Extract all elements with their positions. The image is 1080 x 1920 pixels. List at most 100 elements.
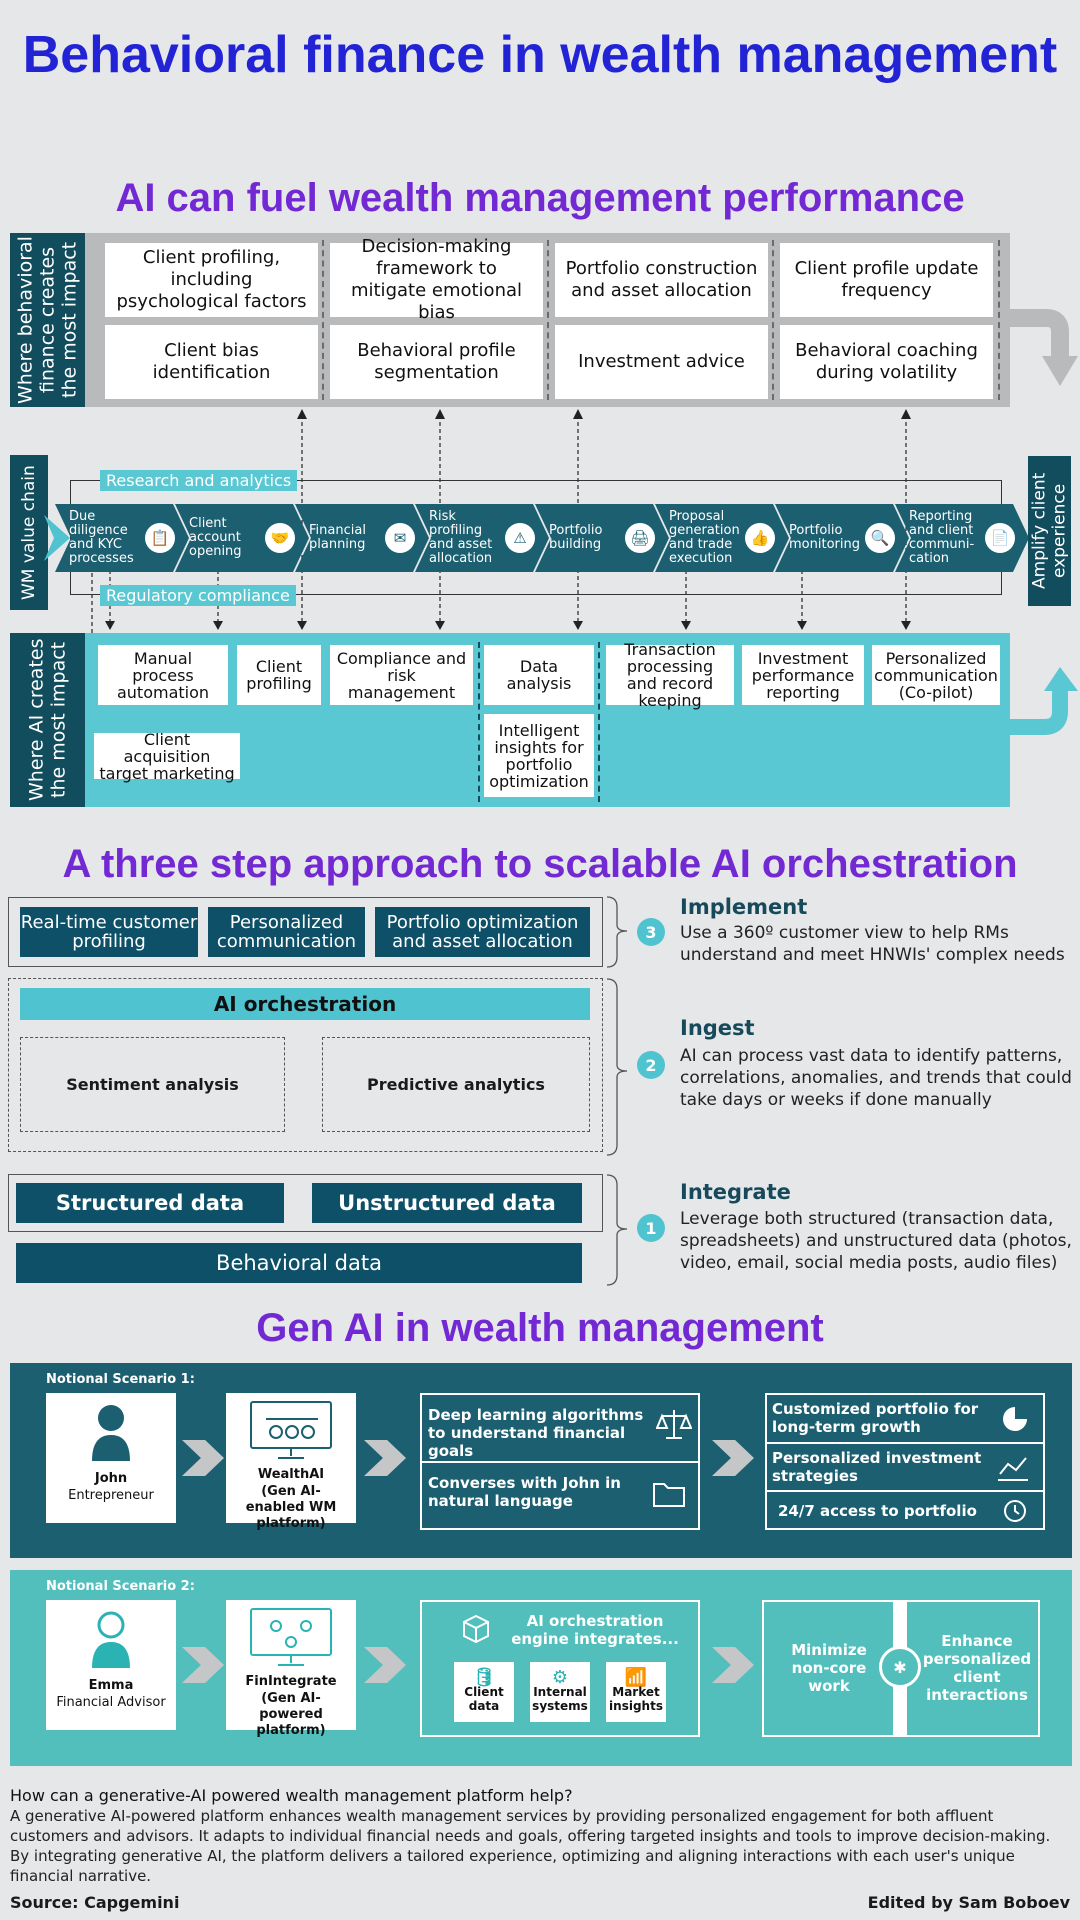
- bf-cell: Client bias identification: [105, 325, 318, 399]
- clipboard-icon: 📋: [145, 523, 175, 553]
- person-role: Entrepreneur: [68, 1488, 154, 1503]
- curve-arrow-up-icon: [1010, 667, 1078, 735]
- divider: [765, 1442, 1045, 1444]
- predictive-box: Predictive analytics: [322, 1037, 590, 1132]
- unstructured-data: Unstructured data: [312, 1183, 582, 1223]
- capability: Converses with John in natural language: [428, 1474, 621, 1510]
- separator: [322, 240, 324, 400]
- platform-desc: (Gen AI-enabled WM platform): [245, 1484, 337, 1531]
- warning-icon: ⚠: [505, 523, 535, 553]
- step-number: 2: [637, 1051, 665, 1079]
- chain-step: Proposal generation and trade execution …: [655, 504, 789, 572]
- handshake-icon: 🤝: [265, 523, 295, 553]
- chain-start-arrow-icon: [44, 515, 70, 561]
- team-icon: ✱: [879, 1646, 921, 1688]
- platform-card: WealthAI (Gen AI-enabled WM platform): [226, 1393, 356, 1531]
- section3-title: Gen AI in wealth management: [256, 1306, 824, 1350]
- scenario-1-label: Notional Scenario 1:: [46, 1372, 195, 1387]
- line-chart-icon: [998, 1457, 1028, 1481]
- step-heading: Implement: [680, 895, 808, 919]
- signal-icon: 📶: [624, 1667, 648, 1688]
- folder-icon: [653, 1483, 685, 1507]
- scales-icon: [656, 1410, 692, 1439]
- ai-cell: Client profiling: [237, 645, 321, 705]
- step-brackets: [606, 896, 628, 1286]
- chain-step: Risk profiling and asset allocation ⚠: [415, 504, 549, 572]
- benefit: Minimize non-core work: [791, 1641, 867, 1695]
- dashboard-monitor-icon: [250, 1401, 332, 1459]
- ingest-frame: [8, 978, 603, 1152]
- chain-step-label: Reporting and client communi-cation: [909, 509, 975, 566]
- pie-chart-icon: [1003, 1406, 1028, 1431]
- chain-step: Reporting and client communi-cation 📄: [895, 504, 1029, 572]
- outcome: Customized portfolio for long-term growt…: [772, 1400, 979, 1436]
- sentiment-box: Sentiment analysis: [20, 1037, 285, 1132]
- step-text: Leverage both structured (transaction da…: [680, 1209, 1072, 1273]
- ai-cell: Data analysis: [484, 645, 594, 705]
- person-card: Emma Financial Advisor: [46, 1600, 176, 1730]
- envelope-icon: ✉: [385, 523, 415, 553]
- network-monitor-icon: [250, 1608, 332, 1666]
- outcome: Personalized investment strategies: [772, 1449, 982, 1485]
- chain-step-label: Portfolio monitoring: [789, 523, 860, 552]
- orchestration-bar: AI orchestration: [20, 988, 590, 1020]
- engine-heading: AI orchestration engine integrates...: [511, 1612, 679, 1648]
- person-card: John Entrepreneur: [46, 1393, 176, 1523]
- step-text: AI can process vast data to identify pat…: [680, 1046, 1072, 1110]
- scenario-1-panel: [10, 1363, 1072, 1558]
- footer-question: How can a generative-AI powered wealth m…: [10, 1786, 573, 1805]
- implement-frame: [8, 897, 603, 967]
- step-number: 1: [637, 1214, 665, 1242]
- integrate-frame: [8, 1174, 603, 1232]
- gear-icon: ⚙: [551, 1667, 569, 1688]
- ai-cell: Personalized communication (Co-pilot): [872, 645, 1000, 705]
- separator: [598, 642, 600, 802]
- divider: [420, 1461, 700, 1463]
- source-card: ⚙ Internal systems: [530, 1662, 590, 1722]
- ai-cell: Investment performance reporting: [742, 645, 864, 705]
- chain-step: Client account opening 🤝: [175, 504, 309, 572]
- outcomes-box: [765, 1393, 1045, 1530]
- source-card: 📶 Market insights: [606, 1662, 666, 1722]
- amplify-label: Amplify client experience: [1028, 456, 1071, 606]
- step-heading: Ingest: [680, 1016, 755, 1040]
- chain-step: Portfolio building 🖨: [535, 504, 669, 572]
- bf-cell: Behavioral profile segmentation: [330, 325, 543, 399]
- implement-item: Personalized communication: [208, 907, 365, 957]
- source-credit: Source: Capgemini: [10, 1893, 180, 1912]
- section2-title: A three step approach to scalable AI orc…: [62, 842, 1018, 886]
- person-name: John: [94, 1471, 128, 1486]
- editor-credit: Edited by Sam Boboev: [867, 1893, 1070, 1912]
- benefit: Enhance personalized client interactions: [922, 1632, 1032, 1704]
- database-icon: 🛢: [472, 1667, 496, 1688]
- chain-step-label: Risk profiling and asset allocation: [429, 509, 493, 566]
- source-label: Market insights: [609, 1685, 663, 1713]
- curve-arrow-down-icon: [1010, 309, 1078, 386]
- chain-step: Financial planning ✉: [295, 504, 429, 572]
- bf-cell: Client profile update frequency: [780, 243, 993, 317]
- ai-impact-label: Where AI creates the most impact: [10, 633, 85, 807]
- bf-cell: Behavioral coaching during volatility: [780, 325, 993, 399]
- separator: [772, 240, 774, 400]
- capability: Deep learning algorithms to understand f…: [428, 1406, 644, 1460]
- regulatory-label: Regulatory compliance: [100, 585, 296, 606]
- thumbs-up-icon: 👍: [745, 523, 775, 553]
- platform-name: FinIntegrate: [245, 1674, 337, 1689]
- bf-cell: Portfolio construction and asset allocat…: [555, 243, 768, 317]
- chain-step: Due diligence and KYC processes 📋: [55, 504, 189, 572]
- cube-icon: [463, 1614, 489, 1644]
- chain-step: Portfolio monitoring 🔍: [775, 504, 909, 572]
- structured-data: Structured data: [16, 1183, 284, 1223]
- ai-cell: Transaction processing and record keepin…: [606, 641, 734, 709]
- chain-step-label: Portfolio building: [549, 523, 603, 552]
- footer-body: A generative AI-powered platform enhance…: [10, 1807, 1051, 1885]
- step-text: Use a 360º customer view to help RMs und…: [680, 923, 1065, 965]
- bf-cell: Investment advice: [555, 325, 768, 399]
- divider: [765, 1490, 1045, 1492]
- ai-cell: Manual process automation: [98, 645, 228, 705]
- outcome: 24/7 access to portfolio: [778, 1502, 977, 1520]
- implement-item: Portfolio optimization and asset allocat…: [375, 907, 590, 957]
- platform-name: WealthAI: [257, 1467, 325, 1482]
- main-title: Behavioral finance in wealth management: [22, 26, 1058, 84]
- scenario-2-label: Notional Scenario 2:: [46, 1579, 195, 1594]
